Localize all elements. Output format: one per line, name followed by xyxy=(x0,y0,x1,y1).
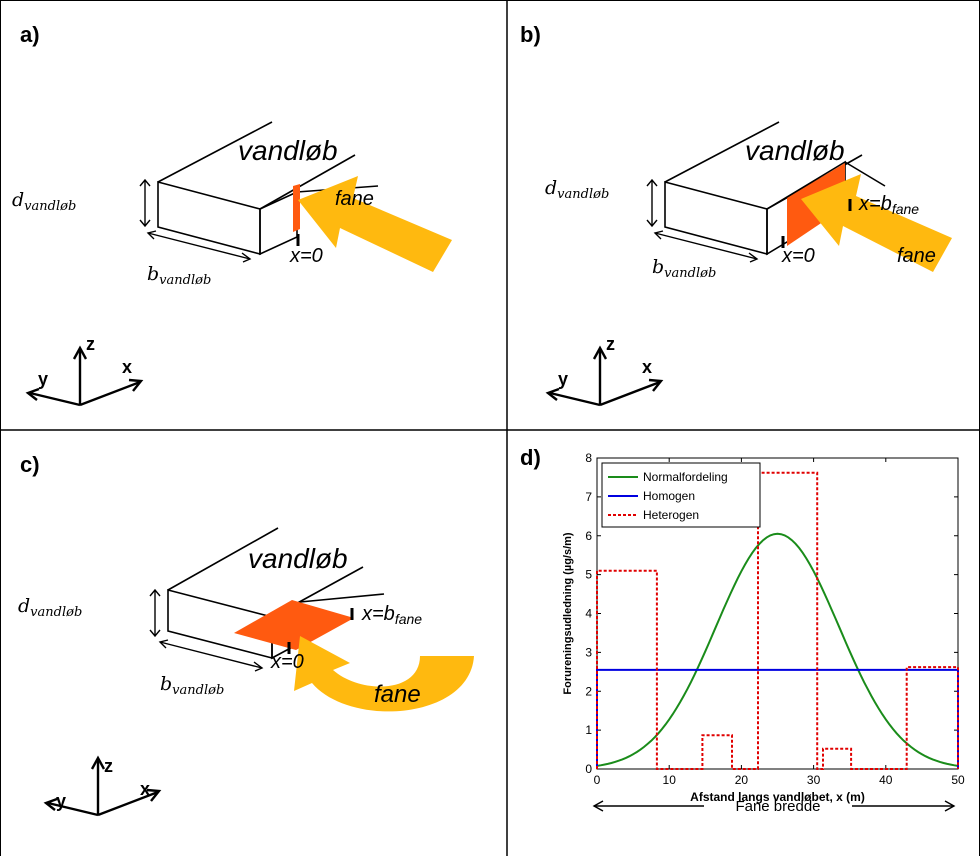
y-axis-label: y xyxy=(558,369,568,389)
panel-b-label: b) xyxy=(520,22,541,47)
y-tick-label: 0 xyxy=(585,762,592,776)
xb-label: x=bfane xyxy=(361,603,422,627)
y-tick-label: 7 xyxy=(585,490,592,504)
legend-entry: Normalfordeling xyxy=(643,470,728,484)
width-label: bvandløb xyxy=(652,256,716,281)
y-tick-label: 8 xyxy=(585,451,592,465)
panel-b-diagram: vandløb fane x=0 x=bfane dvandløb bvandl… xyxy=(545,121,952,407)
width-dimension xyxy=(158,639,264,672)
x-tick-label: 10 xyxy=(663,773,677,787)
y-tick-label: 3 xyxy=(585,645,592,659)
plume-label: fane xyxy=(335,188,374,210)
plume-patch xyxy=(234,600,354,650)
x-axis-label: x xyxy=(122,357,132,377)
emission-chart: 0 10 20 30 40 50 0 1 2 3 4 5 6 7 8NormalfordelingHomog… xyxy=(562,451,965,815)
y-axis-title: Forureningsudledning (µg/s/m) xyxy=(562,532,574,695)
plume-arrow xyxy=(801,174,952,272)
legend-entry: Homogen xyxy=(643,489,695,503)
stream-label: vandløb xyxy=(238,135,338,166)
x-tick-label: 30 xyxy=(807,773,821,787)
plume-label: fane xyxy=(374,681,421,708)
z-axis-label: z xyxy=(104,756,113,776)
y-tick-label: 2 xyxy=(585,684,592,698)
z-axis-label: z xyxy=(86,334,95,354)
panel-a-diagram: vandløb fane x=0 dvandløb bvandløb z y x xyxy=(12,121,452,407)
stream-label: vandløb xyxy=(248,543,348,574)
x-axis-title: Afstand langs vandløbet, x (m) xyxy=(690,790,865,804)
xb-label: x=bfane xyxy=(858,193,919,217)
depth-label: dvandløb xyxy=(18,595,82,620)
x-axis-label: x xyxy=(140,779,150,799)
panel-a-label: a) xyxy=(20,22,40,47)
plume-patch xyxy=(293,184,300,232)
x0-label: x=0 xyxy=(781,245,815,267)
stream-label: vandløb xyxy=(745,135,845,166)
width-dimension xyxy=(653,230,759,263)
fane-bredde-arrow xyxy=(592,800,956,812)
axis-triad xyxy=(545,345,664,407)
y-tick-label: 6 xyxy=(585,529,592,543)
width-label: bvandløb xyxy=(147,263,211,288)
depth-label: dvandløb xyxy=(12,189,76,214)
x0-label: x=0 xyxy=(289,245,323,267)
depth-dimension xyxy=(646,178,658,228)
y-axis-label: y xyxy=(38,369,48,389)
axis-triad xyxy=(25,345,144,407)
width-dimension xyxy=(146,230,252,263)
panel-d-label: d) xyxy=(520,445,541,470)
plume-arrow xyxy=(294,636,474,712)
x0-label: x=0 xyxy=(270,651,304,673)
depth-dimension xyxy=(139,178,151,228)
axis-triad xyxy=(43,755,162,817)
legend-entry: Heterogen xyxy=(643,508,699,522)
plume-arrow xyxy=(298,176,452,272)
depth-dimension xyxy=(149,588,161,638)
plume-label: fane xyxy=(897,245,936,267)
x-tick-label: 0 xyxy=(594,773,601,787)
x-tick-label: 20 xyxy=(735,773,749,787)
depth-label: dvandløb xyxy=(545,177,609,202)
y-tick-label: 1 xyxy=(585,723,592,737)
fane-bredde-label: Fane bredde xyxy=(735,798,820,815)
y-axis-label: y xyxy=(56,791,66,811)
panel-c-diagram: vandløb fane x=0 x=bfane dvandløb bvandl… xyxy=(18,527,474,817)
series-heterogen-line xyxy=(596,471,959,770)
width-label: bvandløb xyxy=(160,673,224,698)
y-tick-label: 5 xyxy=(585,568,592,582)
x-axis-label: x xyxy=(642,357,652,377)
x-tick-label: 40 xyxy=(879,773,893,787)
x-tick-label: 50 xyxy=(951,773,965,787)
z-axis-label: z xyxy=(606,334,615,354)
y-tick-label: 4 xyxy=(585,607,592,621)
panel-c-label: c) xyxy=(20,452,40,477)
legend-box xyxy=(601,462,761,528)
